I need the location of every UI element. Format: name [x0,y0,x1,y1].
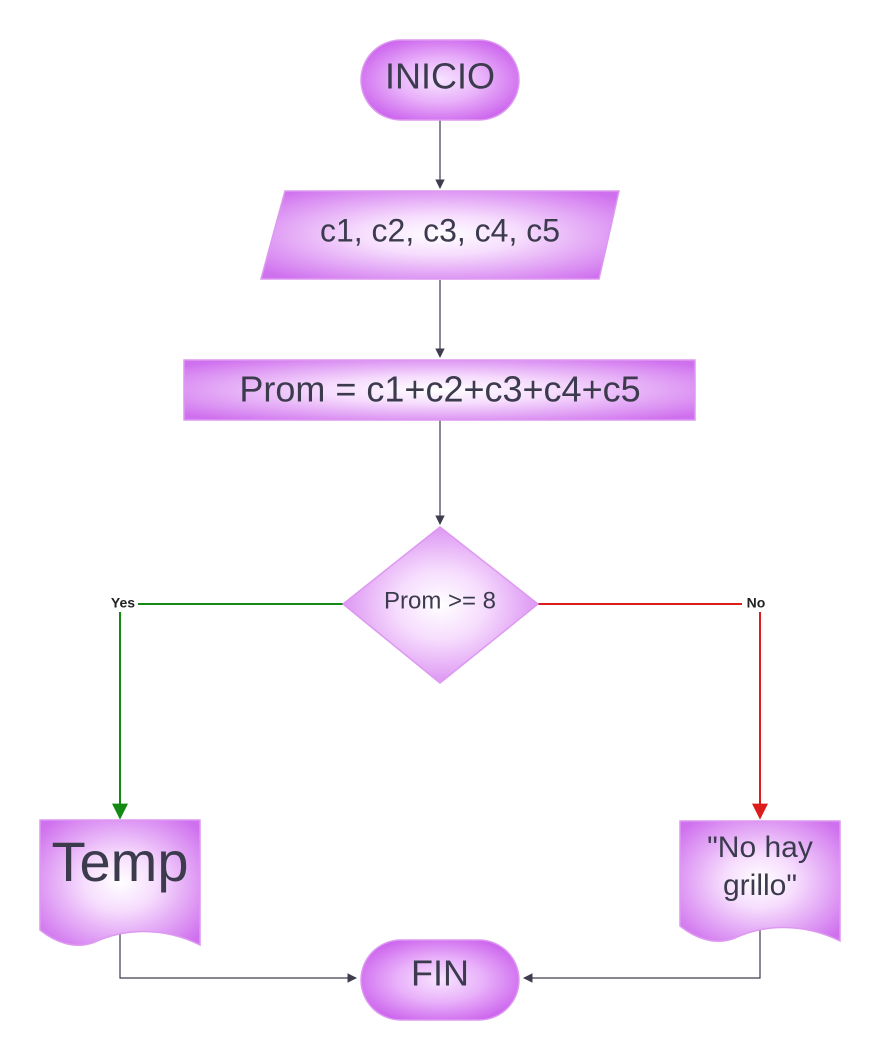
output-no-label-line1: "No hay [707,831,813,864]
input-node-label: c1, c2, c3, c4, c5 [320,212,560,248]
start-node-label: INICIO [385,56,495,97]
end-node-label: FIN [411,953,469,994]
input-node[interactable]: c1, c2, c3, c4, c5 [260,190,620,280]
process-node[interactable]: Prom = c1+c2+c3+c4+c5 [183,359,696,421]
connector-decision-no [537,603,768,820]
output-no-node[interactable]: "No hay grillo" [679,820,841,943]
start-node[interactable]: INICIO [360,39,520,121]
connector-temp-to-end [119,932,357,983]
connector-nohay-to-end [523,930,761,983]
decision-node[interactable]: Prom >= 8 [341,526,540,684]
yes-label-bg [106,595,138,612]
decision-node-label: Prom >= 8 [384,587,496,614]
no-label-bg [742,595,770,612]
yes-label: Yes [111,595,135,611]
no-label: No [747,595,766,611]
process-node-label: Prom = c1+c2+c3+c4+c5 [239,369,640,410]
connector-decision-yes [112,603,343,820]
output-yes-label: Temp [52,830,189,893]
output-yes-node[interactable]: Temp [39,819,201,947]
output-no-label-line2: grillo" [723,869,797,902]
end-node[interactable]: FIN [360,939,520,1021]
